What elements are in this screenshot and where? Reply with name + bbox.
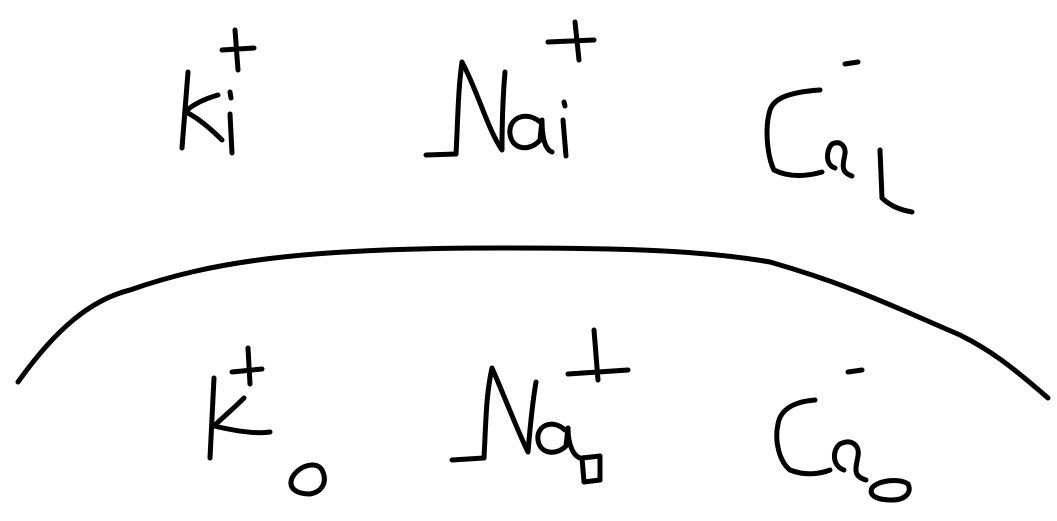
- ion-cl-outside: Cl: [774, 367, 912, 503]
- ion-na-inside: Na: [423, 19, 597, 159]
- ion-k-outside: K: [207, 345, 327, 497]
- ion-na-outside: Na: [449, 327, 631, 485]
- ion-k-inside: K: [179, 27, 257, 156]
- membrane-line: [15, 245, 1051, 401]
- ion-cl-inside: Cl: [764, 59, 915, 215]
